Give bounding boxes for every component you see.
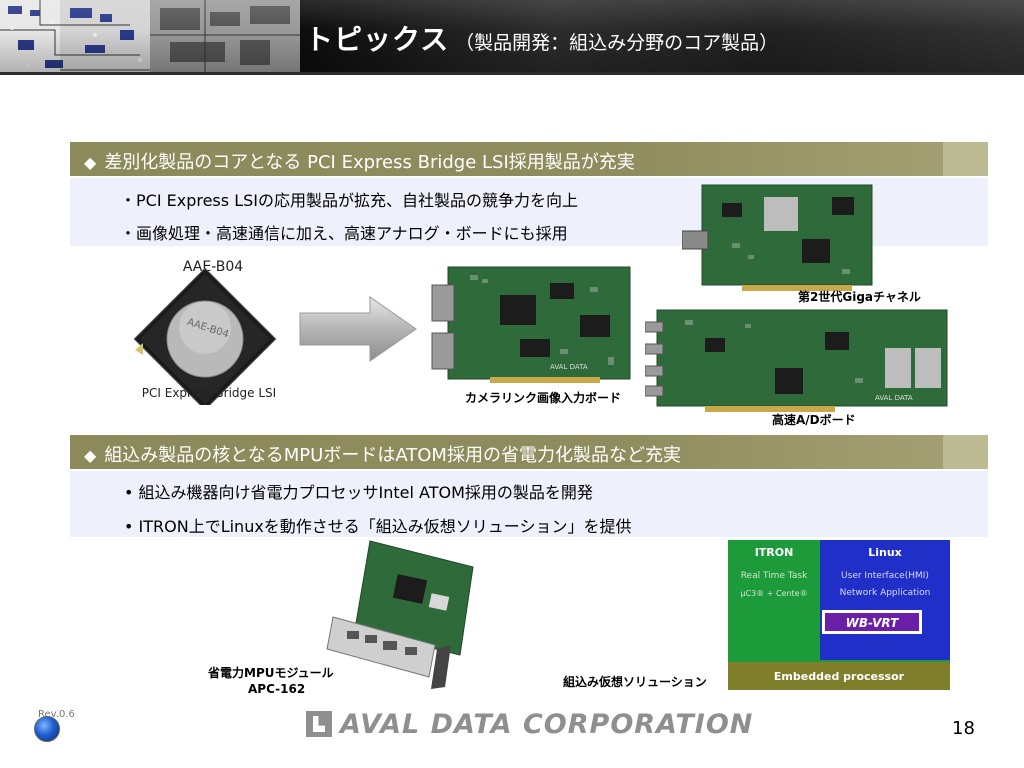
section-bar-pci-express: ◆ 差別化製品のコアとなる PCI Express Bridge LSI採用製品が… bbox=[70, 142, 988, 176]
pci-express-bridge-lsi-chip-image: AAE-B04 AAE-B04 PCI Express Bridge LSI bbox=[133, 259, 277, 405]
diagram-caption: 組込み仮想ソリューション bbox=[563, 675, 707, 689]
section1-bullet-2: ・画像処理・高速通信に加え、高速アナログ・ボードにも採用 bbox=[120, 224, 568, 243]
company-name: AVAL DATA CORPORATION bbox=[340, 708, 754, 740]
diamond-bullet-icon: ◆ bbox=[84, 153, 97, 172]
revision-label: Rev.0.6 bbox=[38, 709, 75, 720]
embedded-virtual-solution-diagram: ITRON Real Time Task μC3® + Cente® Linux… bbox=[728, 540, 950, 690]
title-banner: トピックス（製品開発：組込み分野のコア製品） bbox=[0, 0, 1024, 75]
section2-bullet-box bbox=[70, 471, 988, 537]
section1-bullet-1: ・PCI Express LSIの応用製品が拡充、自社製品の競争力を向上 bbox=[120, 191, 578, 210]
section-bar-mpu-board: ◆ 組込み製品の核となるMPUボードはATOM採用の省電力化製品など充実 bbox=[70, 435, 988, 469]
banner-gradient bbox=[300, 0, 1024, 75]
section2-heading: 組込み製品の核となるMPUボードはATOM採用の省電力化製品など充実 bbox=[104, 445, 681, 466]
chip-caption: PCI Express Bridge LSI bbox=[142, 386, 276, 400]
diamond-bullet-icon: ◆ bbox=[84, 446, 97, 465]
section1-heading: 差別化製品のコアとなる PCI Express Bridge LSI採用製品が充… bbox=[104, 152, 635, 173]
ad-board-caption: 高速A/Dボード bbox=[772, 413, 856, 427]
diagram-wbvrt-label: WB-VRT bbox=[846, 616, 899, 630]
section2-bullet-1: • 組込み機器向け省電力プロセッサIntel ATOM採用の製品を開発 bbox=[124, 483, 593, 502]
svg-text:AVAL DATA: AVAL DATA bbox=[875, 394, 913, 402]
mpu-caption-line2: APC-162 bbox=[248, 682, 306, 696]
section2-bullet-2: • ITRON上でLinuxを動作させる「組込み仮想ソリューション」を提供 bbox=[124, 517, 632, 536]
giga-channel-board-image bbox=[682, 184, 873, 291]
diagram-linux-title: Linux bbox=[868, 546, 902, 559]
diagram-linux-line2: Network Application bbox=[840, 588, 931, 598]
aval-logo-mark-icon bbox=[306, 711, 332, 737]
globe-icon bbox=[34, 716, 60, 742]
page-number: 18 bbox=[952, 718, 975, 739]
svg-text:AVAL DATA: AVAL DATA bbox=[550, 363, 588, 371]
mpu-caption-line1: 省電力MPUモジュール bbox=[208, 666, 334, 680]
diagram-itron-line1: Real Time Task bbox=[741, 571, 808, 581]
diagram-linux-line1: User Interface(HMI) bbox=[841, 571, 929, 581]
arrow-right-icon bbox=[299, 296, 417, 362]
company-logo: AVAL DATA CORPORATION bbox=[306, 707, 753, 741]
page-title: トピックス（製品開発：組込み分野のコア製品） bbox=[305, 18, 778, 58]
diagram-itron-title: ITRON bbox=[755, 546, 794, 559]
high-speed-ad-board-image: AVAL DATA bbox=[645, 309, 948, 412]
diagram-embedded-label: Embedded processor bbox=[774, 670, 905, 683]
camera-link-board-image: AVAL DATA bbox=[431, 266, 631, 383]
mpu-module-apc162-image bbox=[326, 540, 474, 689]
diagram-itron-line2: μC3® + Cente® bbox=[740, 589, 807, 598]
title-main: トピックス bbox=[305, 23, 450, 56]
camera-board-caption: カメラリンク画像入力ボード bbox=[465, 391, 622, 405]
banner-divider bbox=[0, 72, 1024, 75]
title-subtitle: （製品開発：組込み分野のコア製品） bbox=[455, 32, 779, 54]
giga-board-caption: 第2世代Gigaチャネル bbox=[798, 290, 921, 304]
circuit-board-pattern bbox=[0, 0, 300, 75]
chip-model-label: AAE-B04 bbox=[183, 259, 243, 275]
